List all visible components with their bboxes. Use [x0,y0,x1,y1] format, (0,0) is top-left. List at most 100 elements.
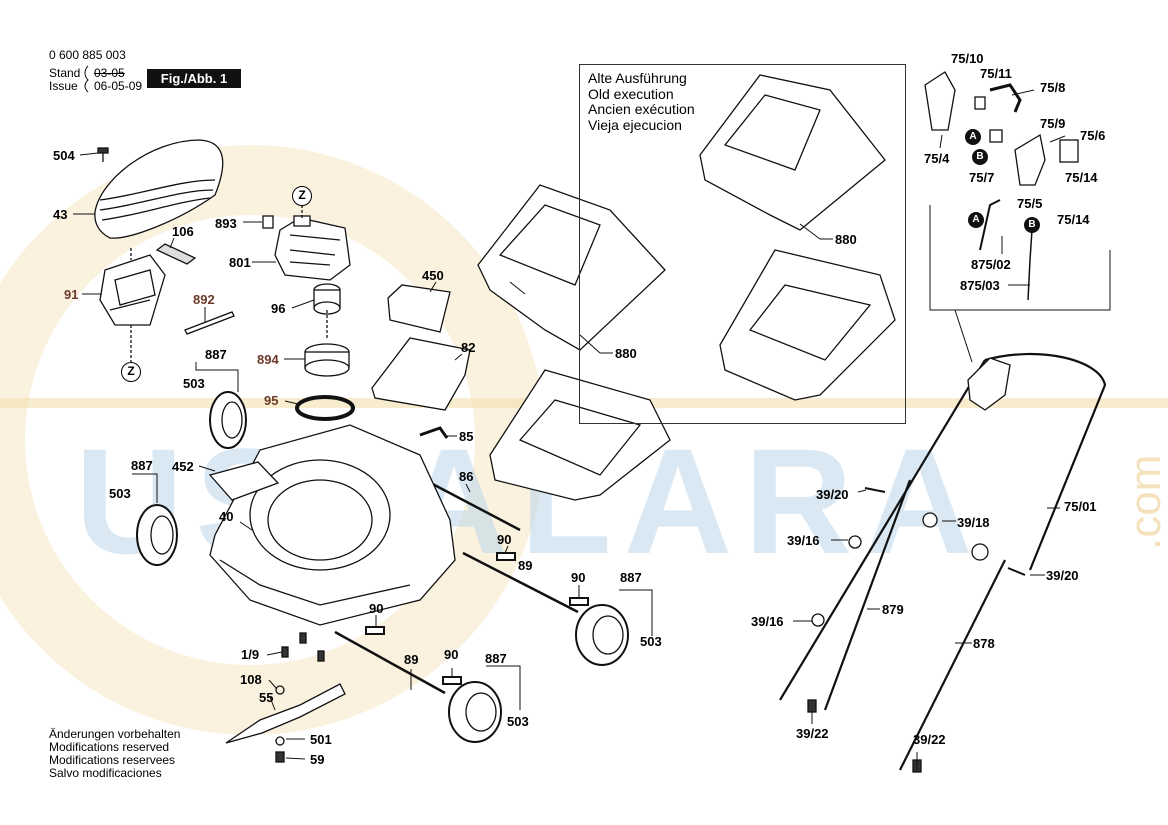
handle-879-part [823,479,912,711]
blade-55-part [225,683,346,744]
callout-86: 86 [459,469,474,484]
clip-756-part [1059,139,1079,163]
callout-39-16-a: 39/16 [787,533,820,548]
marker-z-top: Z [292,186,312,206]
pad-106-part [155,243,197,265]
bushing-893-part [262,215,274,229]
marker-b-bottom: B [1024,217,1040,233]
wheel-887-rightback-part [448,681,502,743]
housing-91-part [99,254,166,326]
callout-40: 40 [219,509,234,524]
callout-503-rightback: 503 [507,714,529,729]
spring-90-b-part [569,597,589,606]
marker-a-bottom: A [968,212,984,228]
callout-875-03: 875/03 [960,278,1000,293]
callout-1-9: 1/9 [241,647,260,662]
callout-75-8: 75/8 [1040,80,1066,95]
callout-90-c: 90 [369,601,384,616]
callout-503-rightfront: 503 [640,634,662,649]
callout-108: 108 [240,672,262,687]
handle-7501-part [779,352,1107,701]
belt-95-part [295,395,355,421]
callout-39-16-b: 39/16 [751,614,784,629]
callout-801: 801 [229,255,251,270]
callout-878: 878 [973,636,995,651]
callout-39-22-a: 39/22 [796,726,829,741]
footer-notes: Änderungen vorbehalten Modifications res… [49,728,180,780]
nut-3916-b-part [811,613,825,627]
callout-75-6: 75/6 [1080,128,1106,143]
washer-108-part [275,685,285,695]
callout-75-10: 75/10 [951,51,984,66]
callout-39-18: 39/18 [957,515,990,530]
axle-89-lower-part [334,630,446,695]
callout-90-b: 90 [571,570,586,585]
issue-value: 06-05-09 [94,79,143,93]
doc-number: 0 600 885 003 [49,48,126,62]
screw-19-b-part [299,632,307,644]
spring-90-c-part [365,626,385,635]
marker-z-bottom: Z [121,362,141,382]
callout-503-top: 503 [183,376,205,391]
callout-452: 452 [172,459,194,474]
wheel-887-left-part [136,504,178,566]
callout-85: 85 [459,429,474,444]
callout-892: 892 [193,292,215,307]
old-version-line-fr: Ancien exécution [588,101,695,117]
marker-b-top: B [972,149,988,165]
callout-75-14-a: 75/14 [1065,170,1098,185]
callout-75-01: 75/01 [1064,499,1097,514]
footer-note-es: Salvo modificaciones [49,766,162,780]
screw-59-part [275,751,285,763]
grassbox-880-old-part [699,74,896,401]
switch-box-part [967,357,1011,411]
grassbox-880-main-part [477,184,671,501]
spring-90-d-part [442,676,462,685]
callout-75-4: 75/4 [924,151,950,166]
knob-3918-part [922,512,938,528]
spring-85-part [419,426,449,439]
motor-801-part [274,215,351,281]
wheel-887-rightfront-part [575,604,629,666]
axle-86-part [424,478,521,532]
callout-887-left: 887 [131,458,153,473]
svg-text:.com: .com [1121,455,1168,550]
figure-label: Fig./Abb. 1 [147,69,241,88]
callout-75-5: 75/5 [1017,196,1043,211]
callout-75-7: 75/7 [969,170,995,185]
callout-75-14-b: 75/14 [1057,212,1090,227]
footer-note-en: Modifications reserved [49,740,170,754]
callout-90-d: 90 [444,647,459,662]
callout-879: 879 [882,602,904,617]
callout-82: 82 [461,340,476,355]
footer-note-fr: Modifications reservees [49,753,176,767]
bolt-3920-b-part [1007,567,1026,576]
callout-880-old: 880 [835,232,857,247]
wheel-887-top-part [209,391,247,449]
screw-504-part [97,147,109,162]
washer-501-part [275,736,285,746]
handle-878-part [899,559,1006,771]
footer-note-de: Änderungen vorbehalten [49,727,181,741]
switch-housing-754-part [924,71,956,131]
callout-501: 501 [310,732,332,747]
cable-87503-part [1027,229,1033,301]
screw-19-a-part [281,646,289,658]
callout-89-a: 89 [518,558,533,573]
callout-887-top: 887 [205,347,227,362]
callout-875-02: 875/02 [971,257,1011,272]
nut-3916-a-part [848,535,862,549]
deck-40-part [209,424,456,626]
old-version-line-es: Vieja ejecucion [588,116,682,133]
cable-tie-892-part [184,311,235,335]
callout-887-rightfront: 887 [620,570,642,585]
callout-75-9: 75/9 [1040,116,1066,131]
spring-90-a-part [496,552,516,561]
callout-55: 55 [259,690,274,705]
old-version-line-en: Old execution [588,85,674,102]
sheet-452-part [208,461,280,501]
callout-95: 95 [264,393,279,408]
callout-96: 96 [271,301,286,316]
callout-91: 91 [64,287,79,302]
